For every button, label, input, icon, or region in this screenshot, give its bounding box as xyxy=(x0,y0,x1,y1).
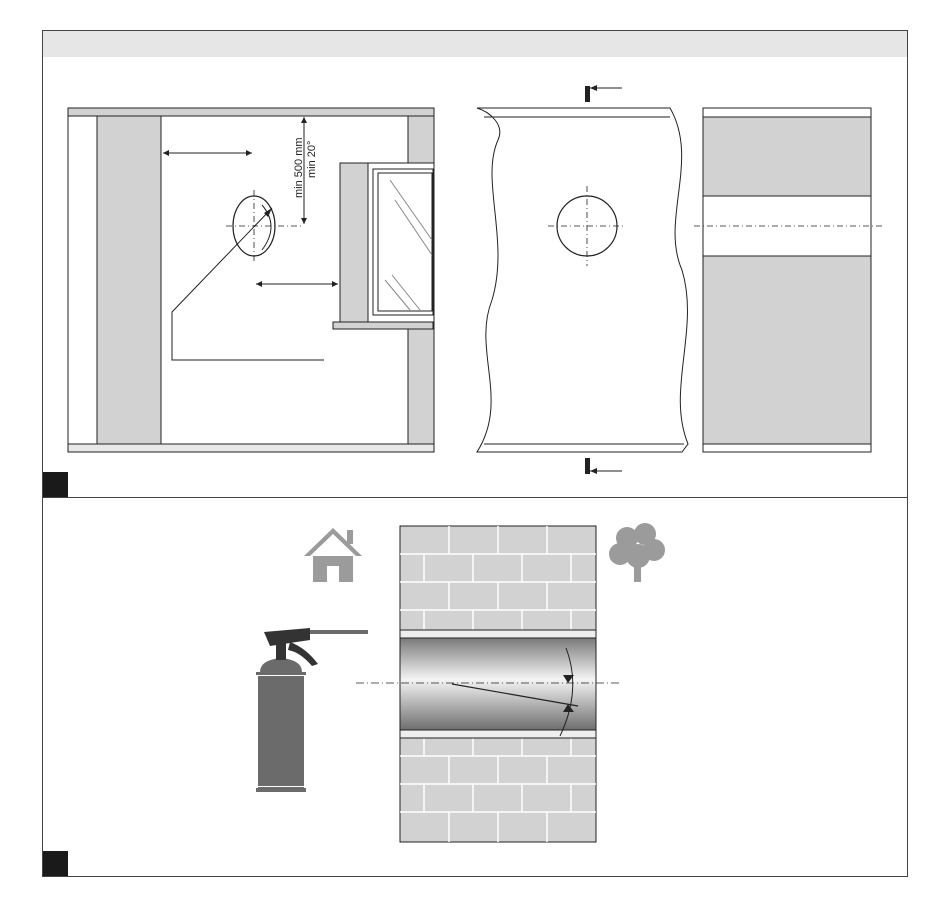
ceiling-slab xyxy=(68,108,434,116)
right-wall-lower xyxy=(408,329,434,444)
right-wall-upper xyxy=(408,116,434,164)
window-glass xyxy=(378,173,432,311)
section-wall-lower xyxy=(703,256,871,444)
floor-slab xyxy=(68,444,434,452)
window-recess-wall xyxy=(340,163,368,323)
section-marker-top xyxy=(585,85,622,102)
bottom-panel xyxy=(42,497,908,877)
min-distance-label: min 500 mm xyxy=(293,137,305,198)
window-sill xyxy=(333,322,433,329)
min-angle-label: min 20° xyxy=(306,141,318,178)
bottom-step-marker xyxy=(43,851,68,876)
section-wall-upper xyxy=(703,117,871,196)
left-wall-column xyxy=(97,116,161,444)
section-marker-bottom xyxy=(585,458,622,474)
exterior-wall-outline xyxy=(477,108,688,452)
